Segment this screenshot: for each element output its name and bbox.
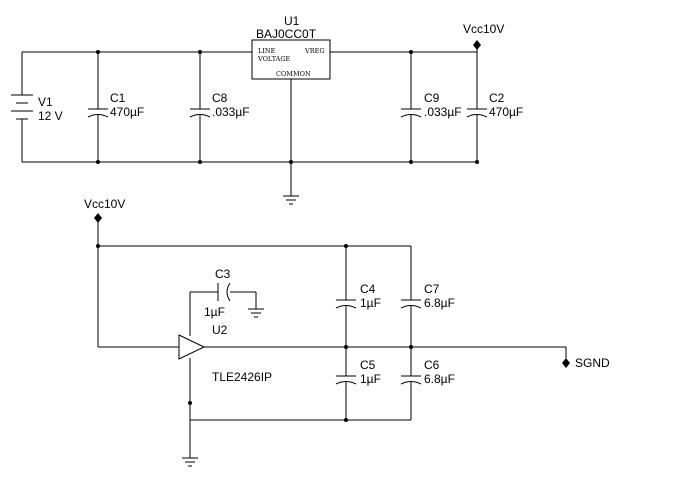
battery-v1: V1 12 V <box>11 94 63 129</box>
regulator-pin-vreg: VREG <box>304 47 325 55</box>
bottom-wires <box>97 222 566 458</box>
c2-value: 470µF <box>489 105 523 119</box>
bottom-junctions <box>96 244 413 422</box>
capacitor-c5: C5 1µF <box>335 358 381 386</box>
c8-ref: C8 <box>212 91 228 105</box>
c1-value: 470µF <box>110 105 144 119</box>
c9-ref: C9 <box>424 91 440 105</box>
c7-ref: C7 <box>424 282 440 296</box>
opamp-part: TLE2426IP <box>212 370 272 384</box>
c6-value: 6.8µF <box>424 372 455 386</box>
c5-value: 1µF <box>360 372 381 386</box>
battery-ref: V1 <box>38 95 53 109</box>
net-flag-vcc-left: Vcc10V <box>84 197 125 223</box>
regulator-ref: U1 <box>284 14 300 28</box>
net-flag-sgnd: SGND <box>562 347 610 370</box>
c3-value: 1µF <box>204 305 225 319</box>
battery-value: 12 V <box>38 109 63 123</box>
regulator-pin-voltage: VOLTAGE <box>257 55 291 63</box>
vcc-top-label: Vcc10V <box>463 22 504 36</box>
top-wires <box>21 46 478 196</box>
regulator-u1: U1 BAJ0CC0T LINE VOLTAGE VREG COMMON <box>251 14 331 80</box>
capacitor-c9: C9 .033µF <box>400 91 462 119</box>
c7-value: 6.8µF <box>424 296 455 310</box>
sgnd-label: SGND <box>575 356 610 370</box>
capacitor-c3: C3 1µF <box>204 267 231 319</box>
c2-ref: C2 <box>489 91 505 105</box>
c8-value: .033µF <box>212 105 250 119</box>
regulator-part: BAJ0CC0T <box>256 27 317 41</box>
capacitor-c6: C6 6.8µF <box>400 358 455 386</box>
capacitor-c4: C4 1µF <box>335 282 381 310</box>
bottom-ground-icon <box>182 457 198 467</box>
c4-value: 1µF <box>360 296 381 310</box>
c3-ground-icon <box>248 308 264 318</box>
ground-icon <box>283 195 299 205</box>
opamp-ref: U2 <box>212 323 228 337</box>
vcc-left-label: Vcc10V <box>84 197 125 211</box>
opamp-u2: U2 TLE2426IP <box>178 323 272 384</box>
capacitor-c7: C7 6.8µF <box>400 282 455 310</box>
regulator-pin-line: LINE <box>258 47 276 55</box>
c6-ref: C6 <box>424 358 440 372</box>
capacitor-c2: C2 470µF <box>466 91 523 119</box>
c1-ref: C1 <box>110 91 126 105</box>
top-junctions <box>96 50 479 164</box>
c5-ref: C5 <box>360 358 376 372</box>
capacitor-c1: C1 470µF <box>87 91 144 119</box>
c4-ref: C4 <box>360 282 376 296</box>
capacitor-c8: C8 .033µF <box>189 91 250 119</box>
c3-ref: C3 <box>215 267 231 281</box>
regulator-pin-common: COMMON <box>276 70 311 78</box>
net-flag-vcc-top: Vcc10V <box>463 22 504 50</box>
c9-value: .033µF <box>424 105 462 119</box>
